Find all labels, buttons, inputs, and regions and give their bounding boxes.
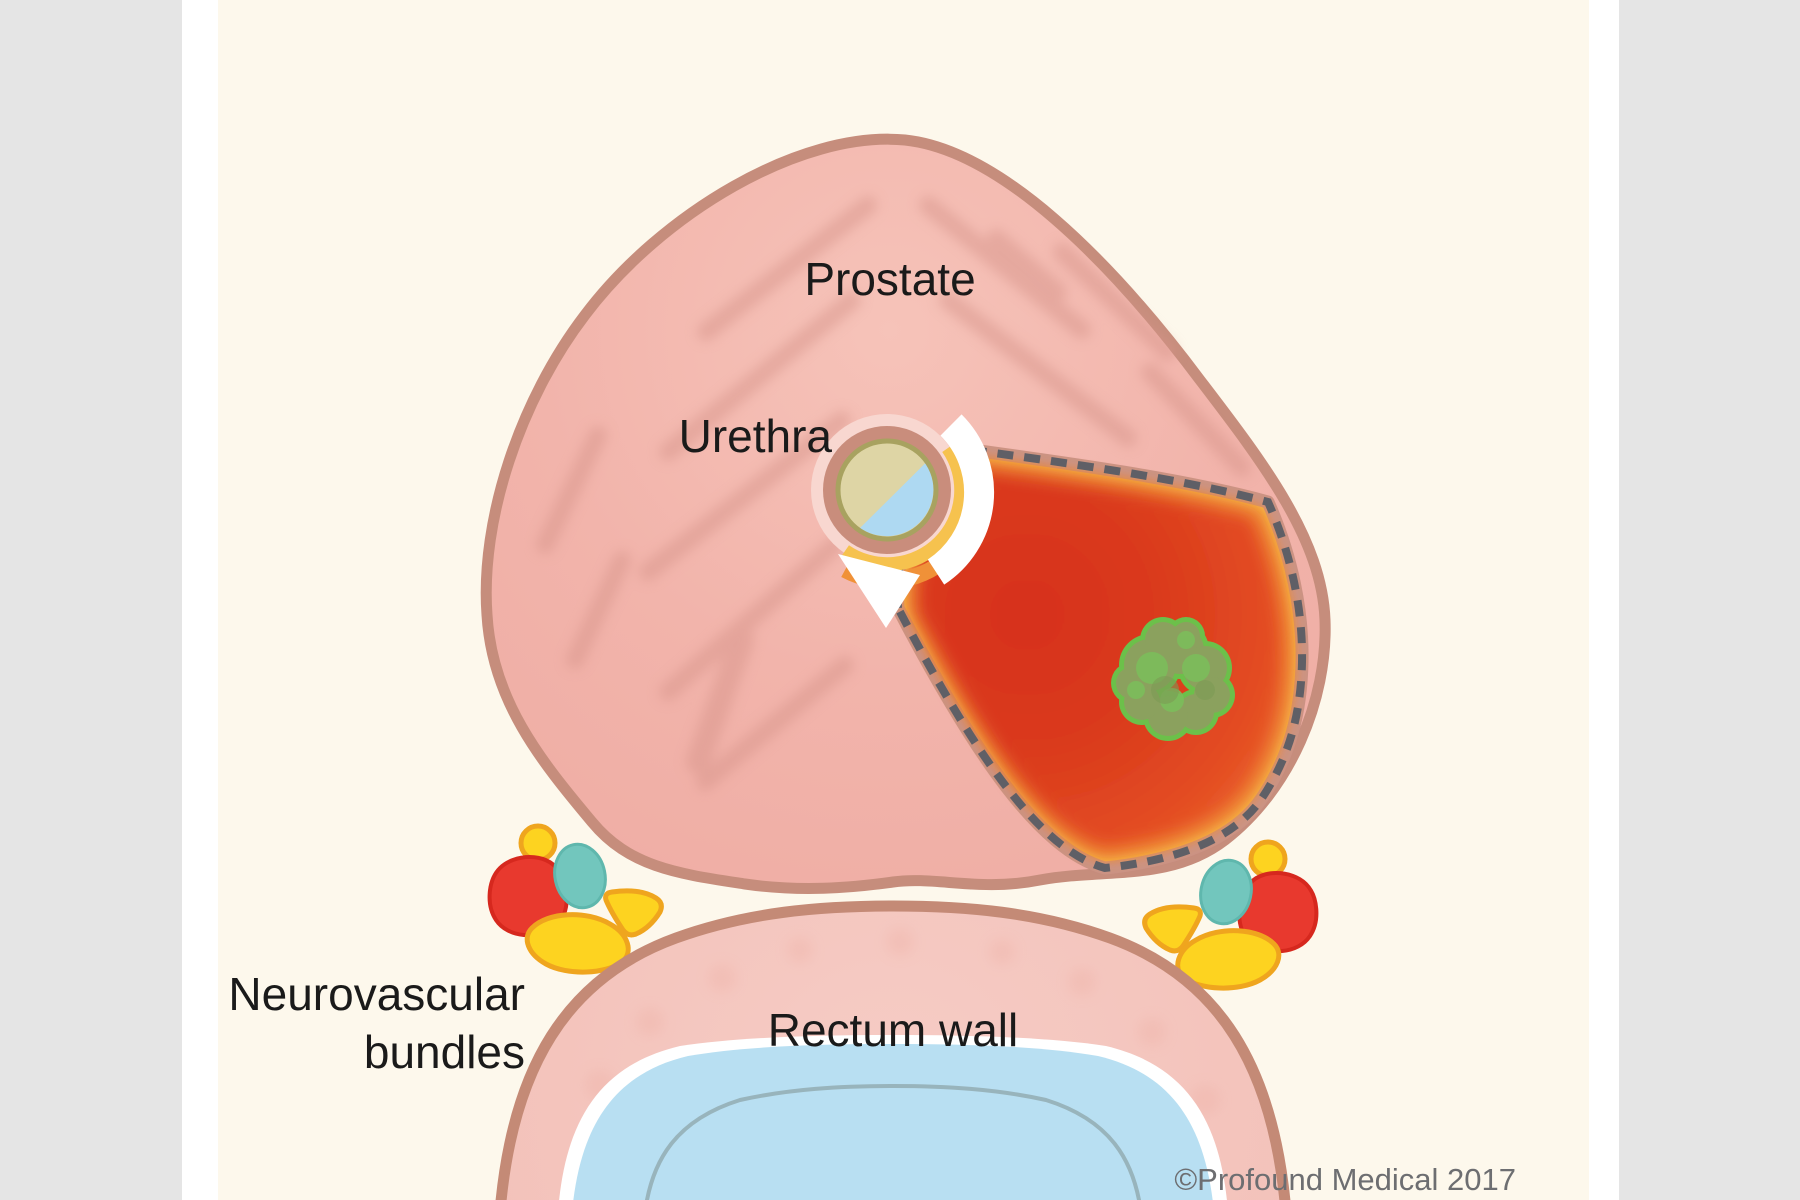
copyright-text: ©Profound Medical 2017 xyxy=(1174,1162,1516,1197)
right-white-strip xyxy=(1589,0,1619,1200)
left-gray-bar xyxy=(0,0,182,1200)
ablation-boundary-dashed xyxy=(893,443,1307,873)
tumor-lobules xyxy=(1127,631,1210,712)
rectum-wall-label: Rectum wall xyxy=(768,1004,1019,1056)
heat-band-yellow xyxy=(841,444,969,572)
neurovascular-label-line1: Neurovascular xyxy=(228,968,525,1020)
nvb-vessel-yellow-triangle xyxy=(1142,904,1203,954)
right-gray-bar xyxy=(1619,0,1800,1200)
rectum-inner-line xyxy=(644,1083,1142,1200)
nvb-vessel-yellow-triangle xyxy=(603,888,664,938)
ablation-zone xyxy=(891,441,1309,875)
urethra-label: Urethra xyxy=(679,410,833,462)
nvb-vessel-teal xyxy=(1199,858,1253,926)
left-white-strip xyxy=(182,0,218,1200)
nvb-vessel-yellow-circle xyxy=(1248,839,1288,879)
rotation-arrow-arc xyxy=(927,414,995,585)
rectum-lumen-blue xyxy=(573,1044,1213,1200)
cooling-fluid xyxy=(860,463,934,537)
prostate-label: Prostate xyxy=(804,253,975,305)
catheter-ring-outline xyxy=(835,438,939,542)
rectum xyxy=(495,900,1291,1200)
urethra-assembly xyxy=(811,414,986,589)
neurovascular-label-line2: bundles xyxy=(364,1026,525,1078)
nvb-vessel-yellow-circle xyxy=(518,823,558,863)
ablation-core-red xyxy=(915,467,1284,850)
rotation-arrow-head xyxy=(838,554,920,628)
rotation-arrow xyxy=(838,414,995,628)
nvb-vessel-yellow-blob xyxy=(524,912,631,975)
prostate-texture-streaks xyxy=(536,196,1251,791)
tumor-shadow-lobules xyxy=(1151,676,1215,704)
nvb-vessel-teal xyxy=(553,842,607,910)
neurovascular-bundle-left xyxy=(487,823,664,975)
rectum-wall-texture xyxy=(585,928,1220,1115)
tumor xyxy=(1111,617,1235,741)
